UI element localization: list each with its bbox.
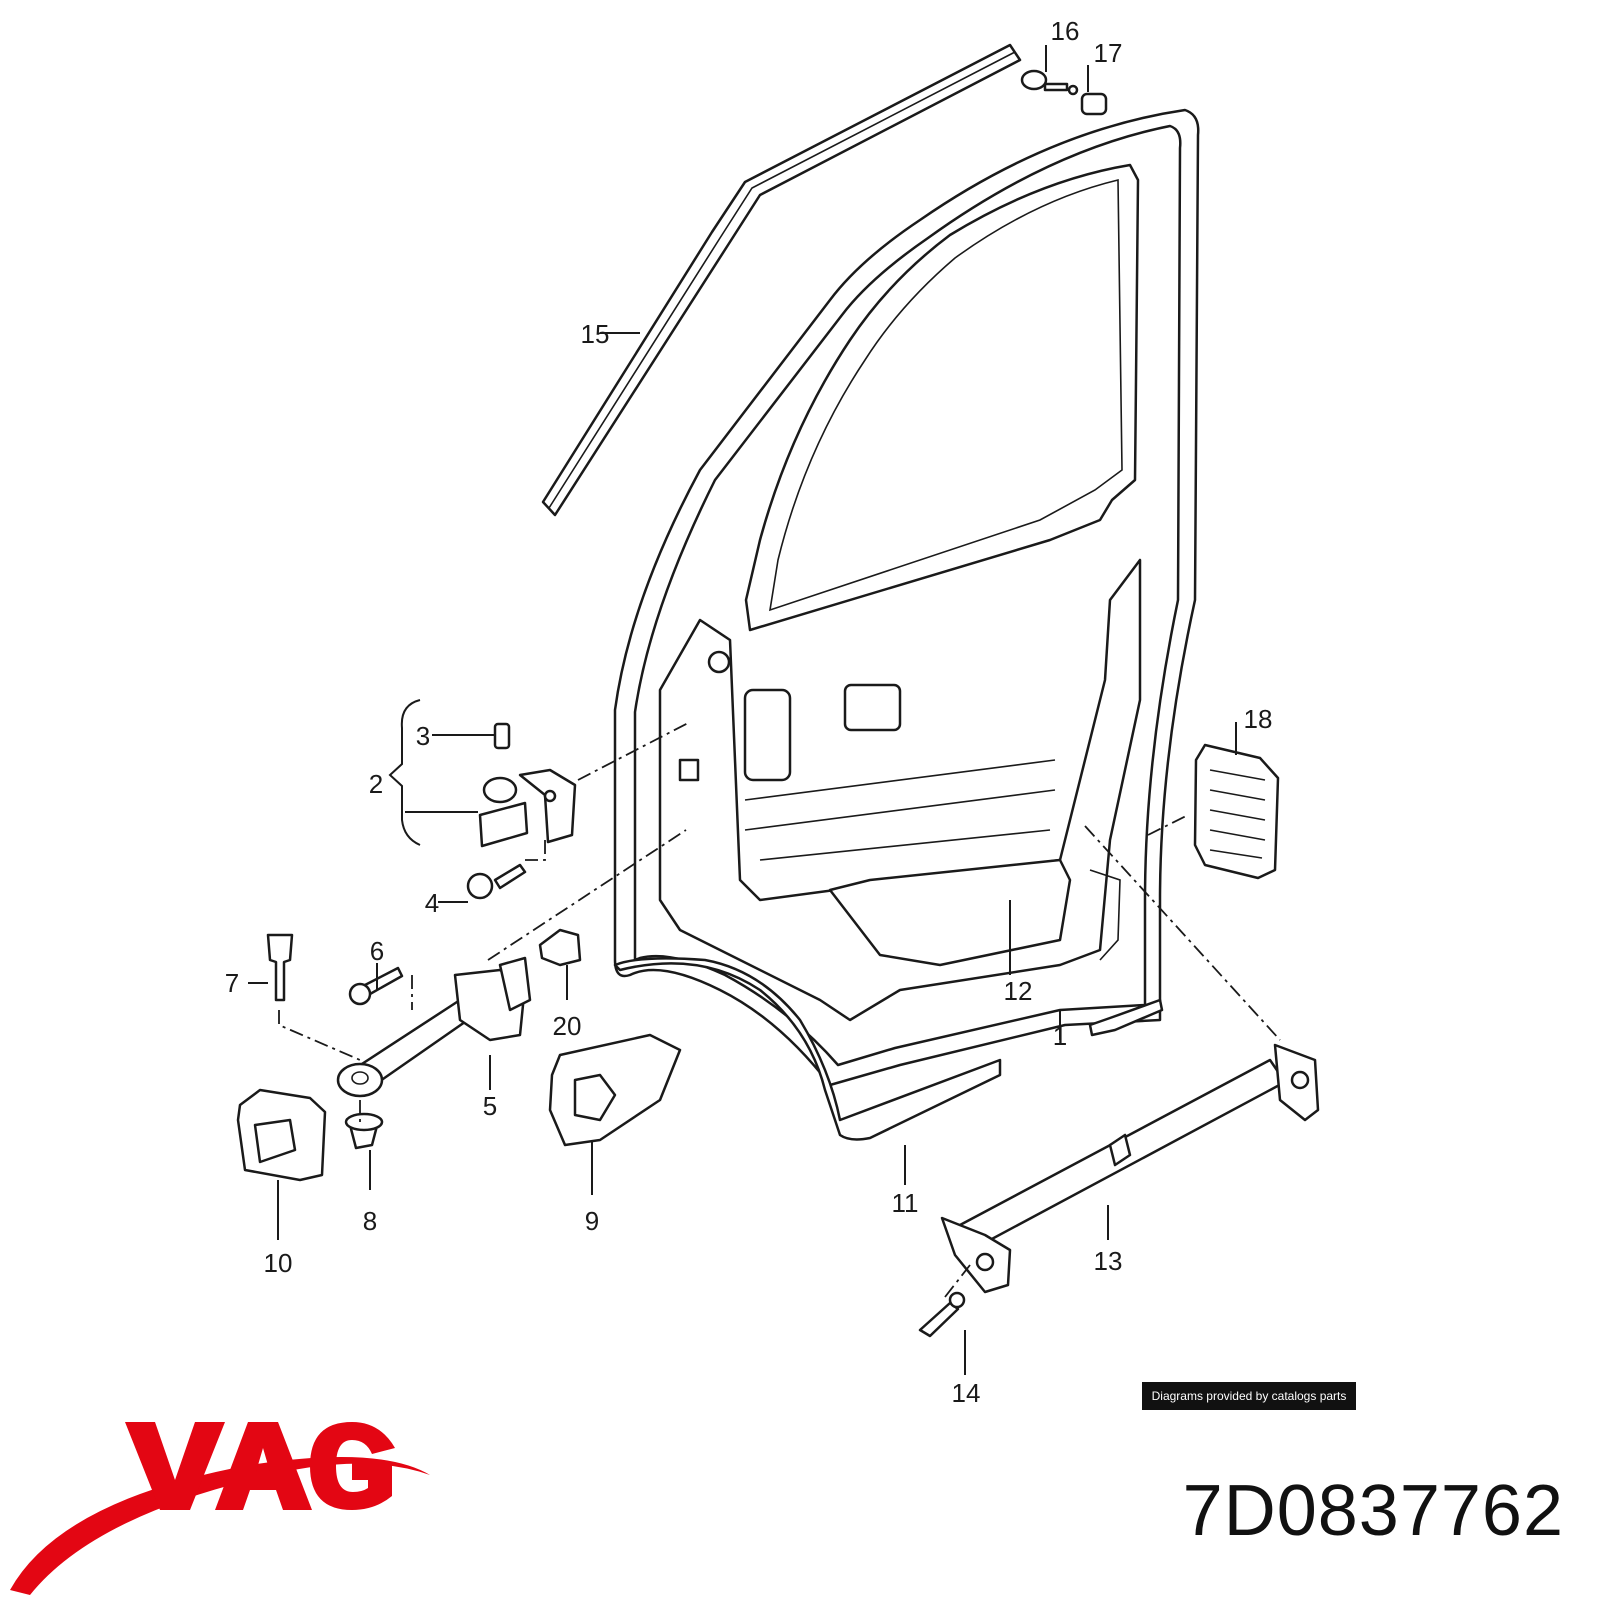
door-shell [613,108,1200,1087]
logo-letter-g [310,1422,395,1510]
callout-20: 20 [553,1011,582,1041]
diagram-credit: Diagrams provided by catalogs parts [1142,1382,1356,1410]
callout-16: 16 [1051,16,1080,46]
callout-4: 4 [425,888,439,918]
hinge-bolt [466,863,527,900]
window-seal-strip [541,43,1022,517]
callout-7: 7 [225,968,239,998]
logo-letter-v [125,1422,225,1510]
support-bar [918,1043,1320,1338]
logo-swoosh [10,1457,430,1595]
callout-14: 14 [952,1378,981,1408]
callout-9: 9 [585,1206,599,1236]
door-check-strap [266,933,532,1150]
callout-6: 6 [370,936,384,966]
callout-13: 13 [1094,1246,1123,1276]
callout-labels: 1 2 3 4 5 6 7 8 9 10 11 12 13 14 15 16 1… [225,16,1273,1408]
callout-10: 10 [264,1248,293,1278]
door-seal [613,957,1164,1141]
callout-15: 15 [581,319,610,349]
leader-lines [248,45,1237,1375]
callout-8: 8 [363,1206,377,1236]
callout-12: 12 [1004,976,1033,1006]
callout-2: 2 [369,769,383,799]
part-number: 7D0837762 [1182,1471,1564,1551]
hinge-assembly [478,722,577,848]
callout-11: 11 [892,1188,919,1218]
vag-logo [10,1422,430,1595]
clip-and-cap [1020,69,1108,116]
retaining-clip [538,928,582,967]
vent-grille [1193,743,1280,880]
callout-17: 17 [1094,38,1123,68]
foam-block [236,1088,327,1182]
callout-5: 5 [483,1091,497,1121]
callout-1: 1 [1053,1021,1067,1051]
insulation-pad [548,1033,682,1147]
connector-lines [278,721,1281,1298]
callout-18: 18 [1244,704,1273,734]
logo-letter-a [215,1422,312,1510]
callout-3: 3 [416,721,430,751]
